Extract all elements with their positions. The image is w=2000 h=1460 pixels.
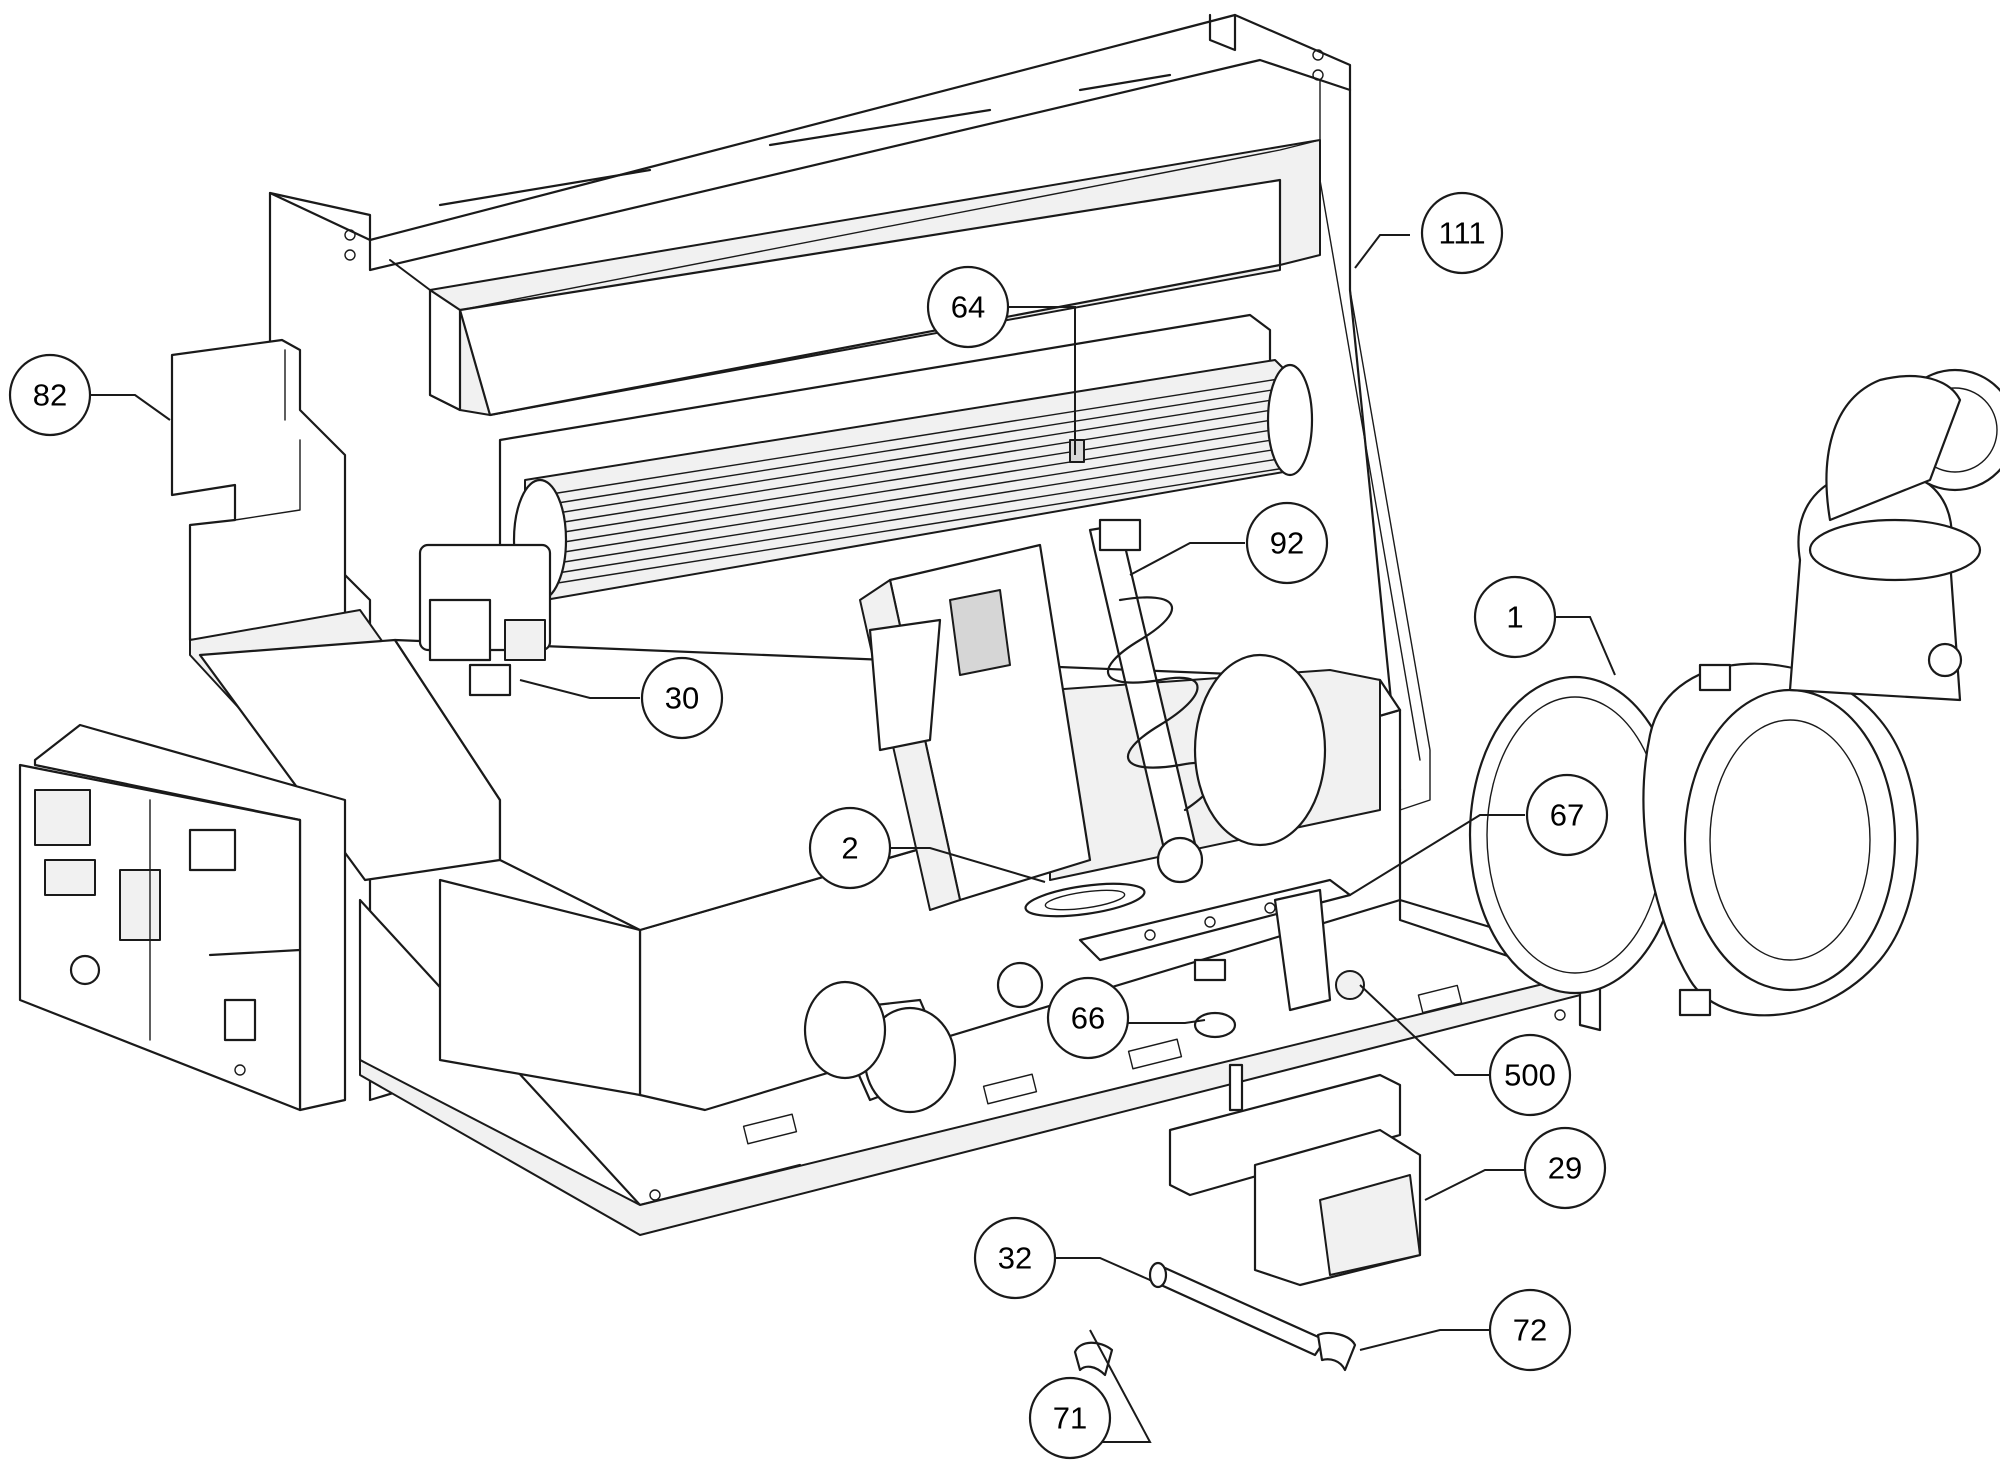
callout-72: 72 [1488, 1288, 1572, 1372]
callout-label-71: 71 [1053, 1401, 1087, 1436]
callout-label-2: 2 [841, 831, 858, 866]
callout-2: 2 [808, 806, 892, 890]
callout-66: 66 [1046, 976, 1130, 1060]
callout-label-67: 67 [1550, 798, 1584, 833]
callout-label-82: 82 [33, 378, 67, 413]
callout-30: 30 [640, 656, 724, 740]
callout-label-32: 32 [998, 1241, 1032, 1276]
small-components [803, 958, 1365, 1114]
callout-label-30: 30 [665, 681, 699, 716]
fan-motor [418, 543, 552, 697]
callout-label-64: 64 [951, 290, 985, 325]
callout-label-29: 29 [1548, 1151, 1582, 1186]
callout-500: 500 [1488, 1033, 1572, 1117]
callout-32: 32 [973, 1216, 1057, 1300]
auger-gear-motor [1168, 1063, 1422, 1287]
tangential-fan [498, 313, 1314, 602]
leader-lines [90, 234, 1616, 1443]
callout-label-500: 500 [1504, 1058, 1556, 1093]
callout-111: 111 [1420, 191, 1504, 275]
callout-label-72: 72 [1513, 1313, 1547, 1348]
auger-shaft-and-clips [1073, 1261, 1357, 1377]
combustion-fan-assembly [1468, 368, 2000, 1017]
callout-1: 1 [1473, 575, 1557, 659]
burn-pot-plate [1078, 653, 1352, 1012]
callout-64: 64 [926, 265, 1010, 349]
auger [1088, 518, 1220, 884]
callout-label-1: 1 [1506, 600, 1523, 635]
fan-blades [544, 377, 1286, 586]
callout-92: 92 [1245, 501, 1329, 585]
callout-29: 29 [1523, 1126, 1607, 1210]
callout-label-92: 92 [1270, 526, 1304, 561]
pellet-chute [859, 543, 1146, 918]
callout-67: 67 [1525, 773, 1609, 857]
callout-71: 71 [1028, 1376, 1112, 1460]
callout-82: 82 [8, 353, 92, 437]
control-board [18, 723, 347, 1112]
callout-label-111: 111 [1438, 216, 1485, 251]
callout-label-66: 66 [1071, 1001, 1105, 1036]
